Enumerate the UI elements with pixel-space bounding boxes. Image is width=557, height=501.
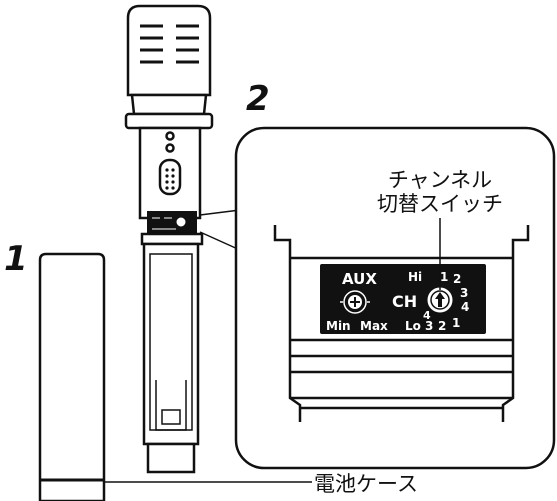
channel-number-top-4: 4 <box>461 300 469 314</box>
panel-hi-label: Hi <box>408 270 422 284</box>
mic-power-switch <box>158 158 182 196</box>
mic-small-panel <box>147 211 197 235</box>
channel-number-top-1: 1 <box>440 270 448 284</box>
callout-housing <box>273 225 530 422</box>
channel-number-bottom-4: 4 <box>423 309 431 322</box>
panel-max-label: Max <box>360 319 388 333</box>
mic-battery-clip <box>155 380 187 431</box>
mic-grille-slots <box>140 24 199 64</box>
magnified-callout: AUX Hi CH Min Max Lo 1 2 3 4 4 3 2 1 <box>234 126 556 470</box>
panel-aux-label: AUX <box>342 270 377 288</box>
switch-panel <box>320 264 486 334</box>
step-number-2: 2 <box>246 79 270 119</box>
callout-leaders <box>199 209 241 251</box>
mic-collar <box>140 232 204 246</box>
channel-number-bottom-3: 3 <box>425 319 433 333</box>
panel-min-label: Min <box>326 319 351 333</box>
aux-volume-knob[interactable] <box>340 290 370 314</box>
panel-ch-label: CH <box>392 292 417 311</box>
channel-number-top-3: 3 <box>460 286 468 300</box>
step-number-1: 1 <box>4 239 28 279</box>
sleeve-body <box>38 252 106 501</box>
switch-name-line1: チャンネル <box>388 168 492 192</box>
channel-number-bottom-2: 2 <box>438 319 446 333</box>
mic-switch-dots <box>165 168 175 190</box>
mic-grille <box>126 4 212 97</box>
mic-small-panel-marks <box>152 217 186 230</box>
battery-case-label: 電池ケース <box>314 472 418 496</box>
battery-case-sleeve <box>38 252 106 501</box>
mic-ring <box>124 112 214 130</box>
mic-neck <box>130 93 208 116</box>
switch-name-line2: 切替スイッチ <box>377 192 503 216</box>
channel-selector-dial[interactable] <box>427 287 453 313</box>
panel-lo-label: Lo <box>405 319 421 333</box>
mic-led-1 <box>165 131 175 141</box>
mic-battery-compartment <box>142 242 200 446</box>
channel-number-bottom-1: 1 <box>452 316 460 330</box>
channel-number-top-2: 2 <box>453 272 461 286</box>
mic-bottom-cap <box>146 442 196 474</box>
microphone <box>124 4 214 474</box>
mic-led-2 <box>165 143 175 153</box>
